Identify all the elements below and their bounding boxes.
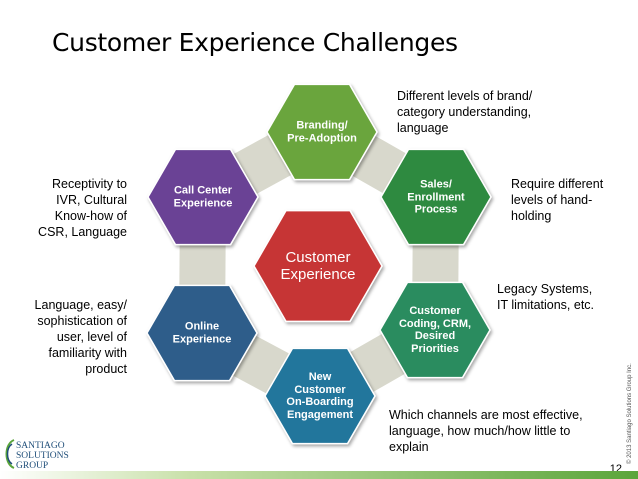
hexagon-sales (380, 148, 492, 246)
note-online: Language, easy/ sophistication of user, … (34, 298, 127, 376)
note-sales: Require different levels of hand- holdin… (511, 177, 604, 223)
hexagon-label-center: Customer Experience (280, 249, 356, 283)
hexagon-coding (379, 281, 491, 379)
logo-swoosh-icon (5, 439, 15, 469)
hexagon-label-online: Online Experience (172, 320, 232, 346)
logo-line-1: SANTIAGO (16, 441, 65, 451)
hexagon-label-branding: Branding/ Pre-Adoption (287, 119, 357, 145)
footer-accent-bar (0, 471, 638, 479)
hexagon-label-callcenter: Call Center Experience (173, 184, 233, 210)
note-onboarding: Which channels are most effective, langu… (389, 408, 583, 454)
logo-line-2: SOLUTIONS (16, 451, 69, 461)
slide-title: Customer Experience Challenges (52, 28, 458, 57)
hexagon-center (253, 209, 383, 323)
note-coding: Legacy Systems, IT limitations, etc. (497, 282, 595, 312)
company-logo: SANTIAGO SOLUTIONS GROUP (2, 438, 69, 475)
hexagon-label-sales: Sales/ Enrollment Process (407, 178, 465, 216)
copyright-text: © 2013 Santiago Solutions Group Inc. (627, 363, 633, 464)
hexagon-online (146, 284, 258, 382)
hexagon-label-onboarding: New Customer On-Boarding Engagement (286, 371, 354, 421)
hexagon-branding (266, 83, 378, 181)
note-branding: Different levels of brand/ category unde… (397, 89, 533, 135)
hexagon-label-coding: Customer Coding, CRM, Desired Priorities (398, 305, 472, 355)
note-callcenter: Receptivity to IVR, Cultural Know-how of… (38, 177, 127, 239)
hexagon-onboarding (264, 347, 376, 445)
hexagon-callcenter (147, 148, 259, 246)
logo-line-3: GROUP (16, 461, 49, 471)
